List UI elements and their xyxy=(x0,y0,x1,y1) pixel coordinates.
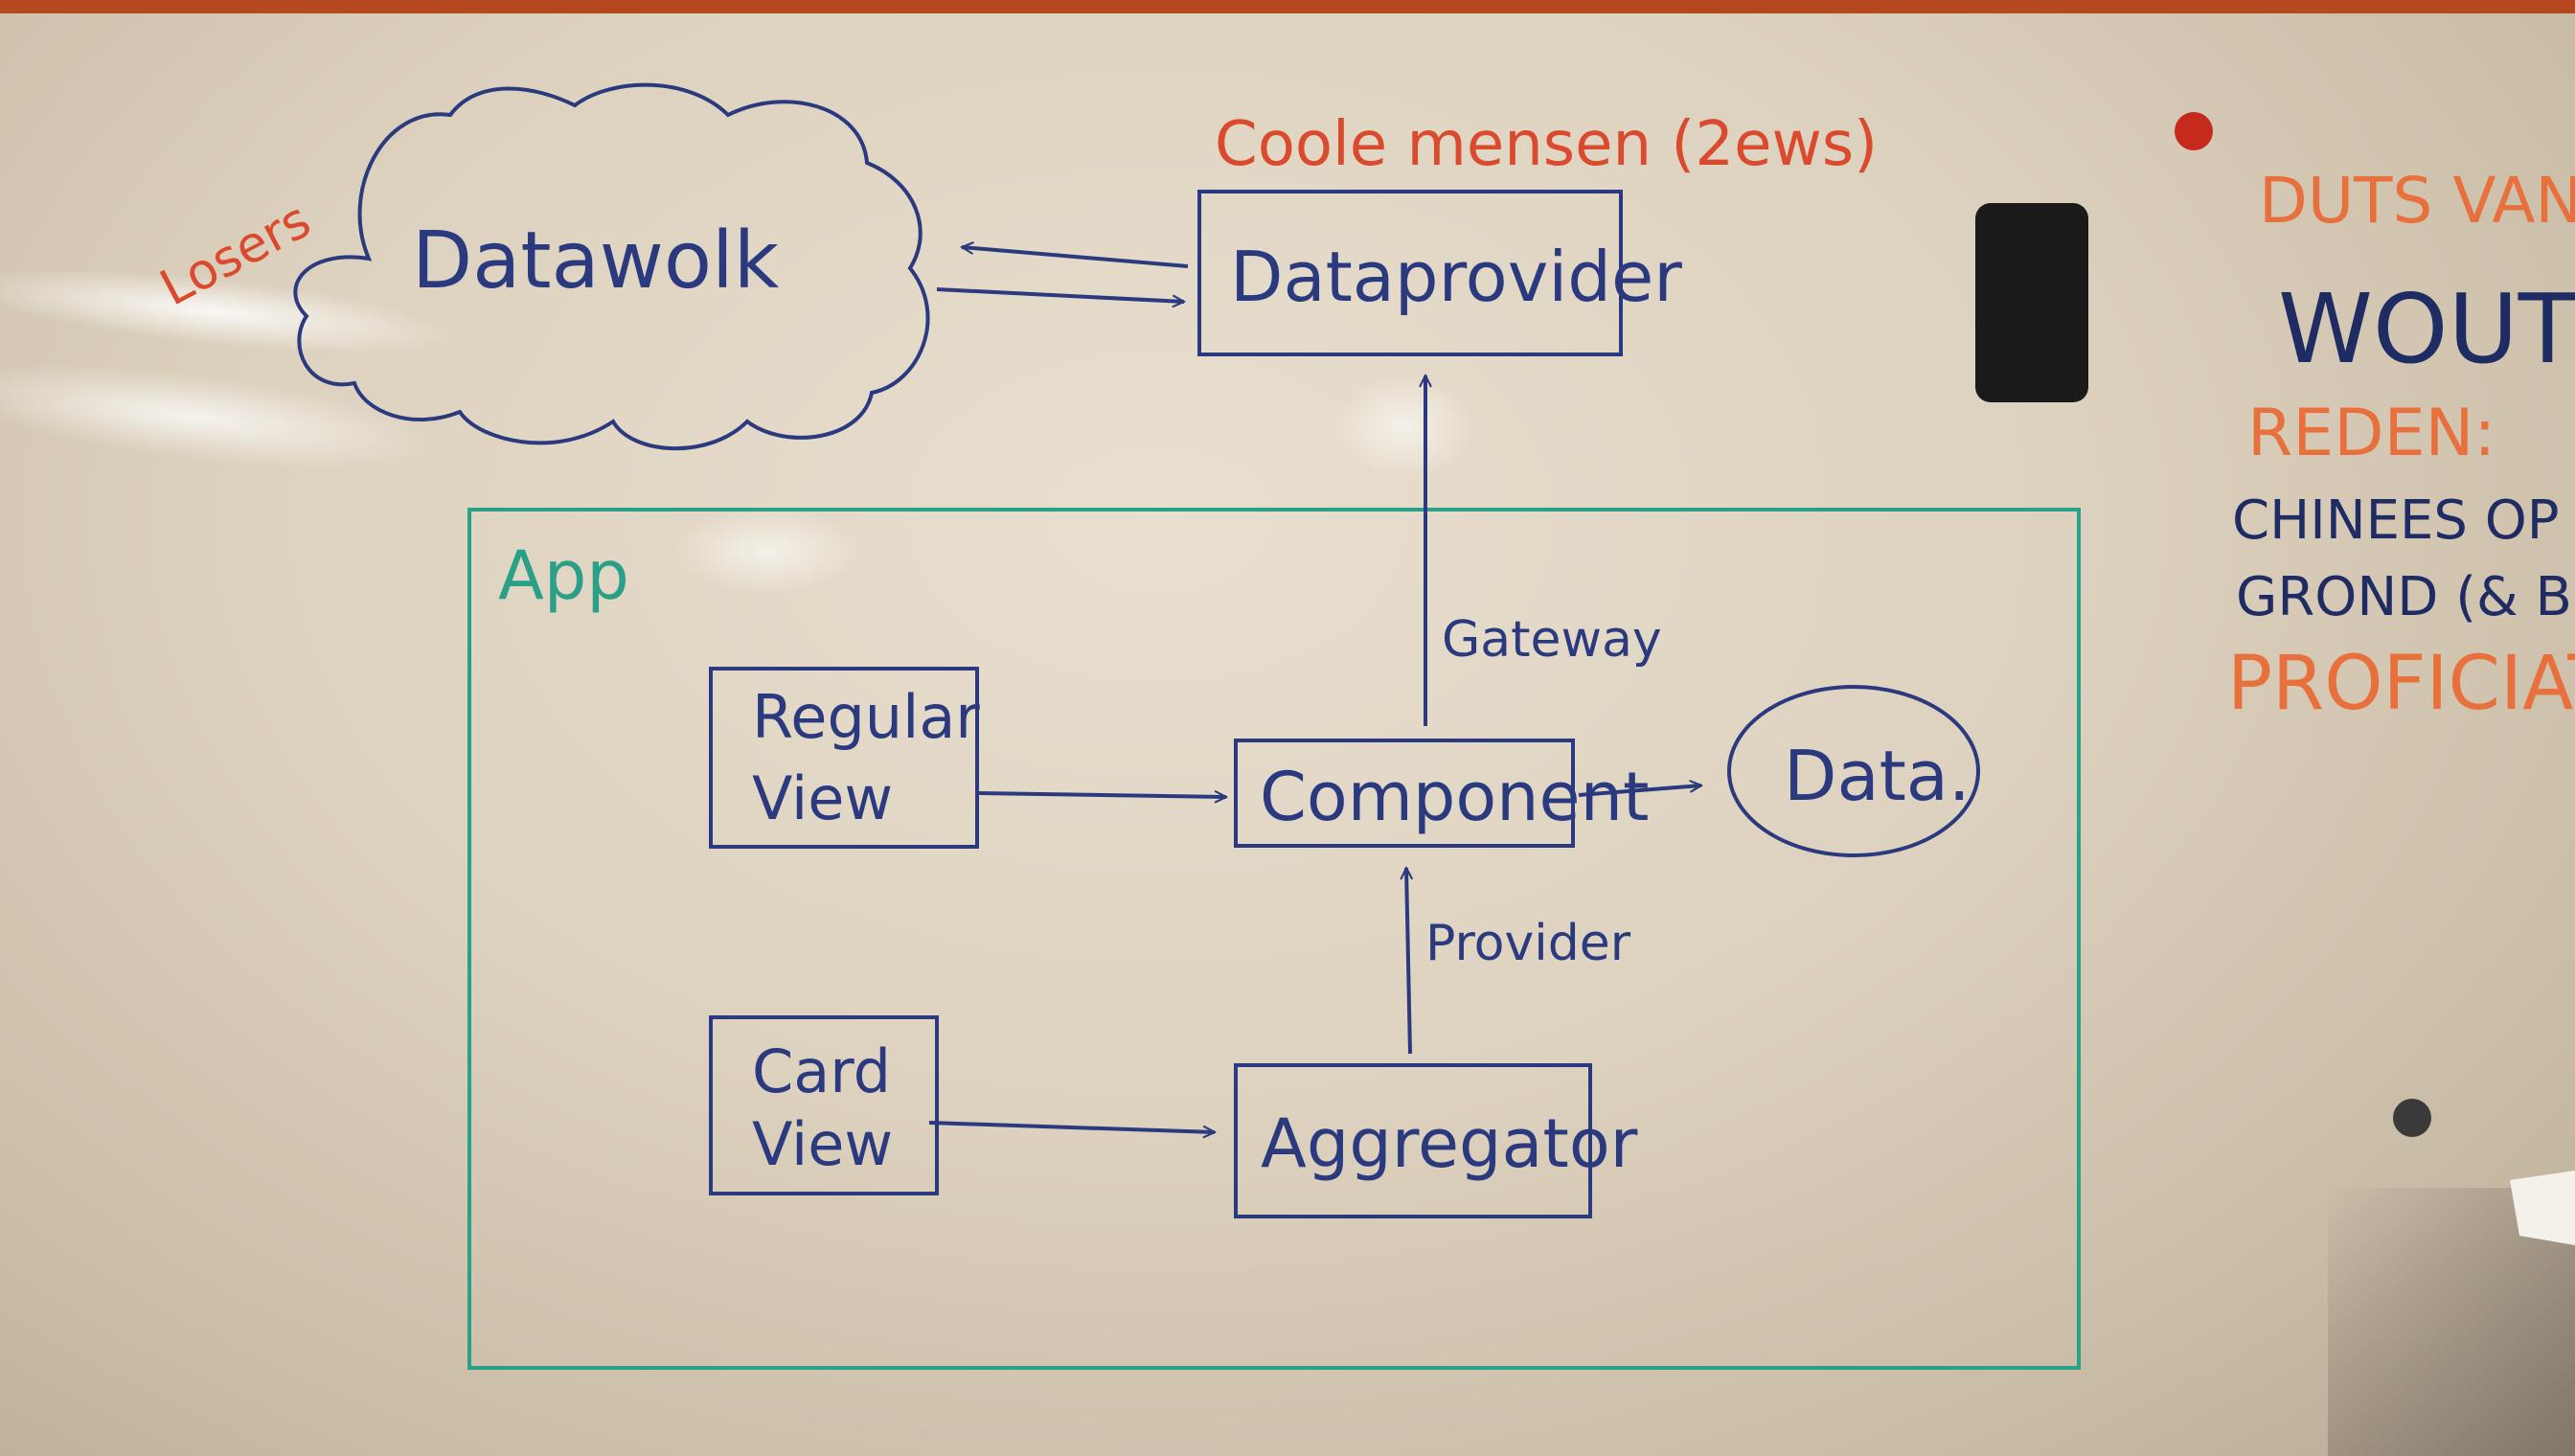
dataprovider-label: Dataprovider xyxy=(1230,237,1682,317)
gray-magnet xyxy=(2393,1099,2431,1137)
card-view-box xyxy=(709,1015,939,1195)
note-wout: WOUT xyxy=(2278,273,2575,385)
component-label: Component xyxy=(1260,758,1649,836)
whiteboard-frame xyxy=(0,0,2575,13)
data-ellipse xyxy=(1727,685,1980,857)
eraser xyxy=(1975,203,2088,402)
component-to-data-arrow xyxy=(1578,785,1701,797)
data-label: Data. xyxy=(1784,736,1971,816)
card-view-label-2: View xyxy=(752,1109,893,1179)
note-grond: GROND (& B xyxy=(2236,566,2572,628)
regular-view-to-component-arrow xyxy=(978,793,1226,797)
arrow-to-dataprovider xyxy=(936,287,1184,302)
regular-view-label-1: Regular xyxy=(752,682,980,752)
card-view-label-1: Card xyxy=(752,1036,891,1106)
provider-arrow xyxy=(1406,868,1410,1055)
datawolk-label: Datawolk xyxy=(412,216,780,307)
regular-view-label-2: View xyxy=(752,763,893,833)
dataprovider-box xyxy=(1197,190,1623,356)
note-reden: REDEN: xyxy=(2247,396,2495,471)
datawolk-cloud xyxy=(293,82,930,451)
paper-scrap xyxy=(2510,1171,2575,1245)
card-view-to-aggregator-arrow xyxy=(928,1121,1215,1132)
gateway-label: Gateway xyxy=(1442,611,1662,669)
coole-mensen-caption: Coole mensen (2ews) xyxy=(1215,109,1878,180)
light-glare xyxy=(1332,374,1475,479)
note-chinees: CHINEES OP xyxy=(2232,489,2560,552)
regular-view-box xyxy=(709,667,979,849)
aggregator-box xyxy=(1234,1063,1592,1218)
note-duts: DUTS VAN I xyxy=(2259,164,2575,238)
app-container xyxy=(467,508,2081,1370)
light-glare xyxy=(671,508,862,594)
aggregator-label: Aggregator xyxy=(1261,1104,1638,1183)
note-proficiat: PROFICIAT xyxy=(2227,641,2575,727)
red-magnet xyxy=(2175,112,2213,150)
arrow-to-cloud xyxy=(962,247,1189,268)
app-label: App xyxy=(498,536,629,615)
component-box xyxy=(1234,739,1575,848)
provider-label: Provider xyxy=(1425,915,1631,972)
